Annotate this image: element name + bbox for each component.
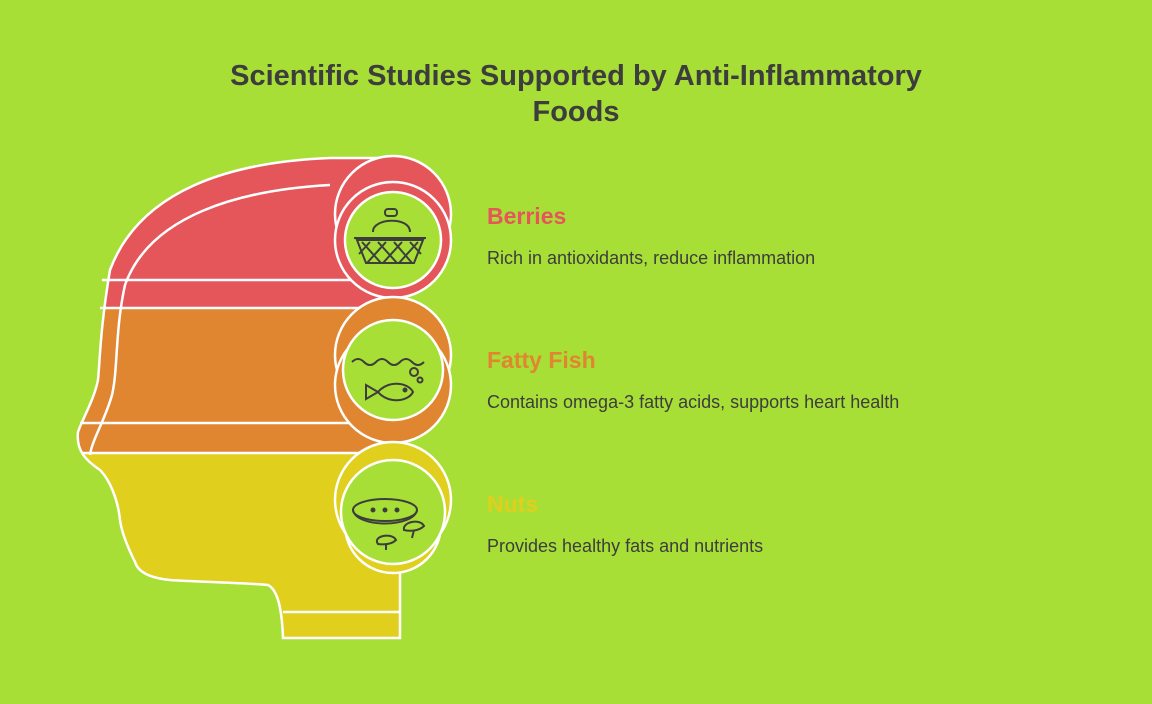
head-outline-offset: [88, 183, 331, 456]
head-outline: [76, 156, 402, 640]
fish-icon: [351, 358, 425, 402]
fish-heading: Fatty Fish: [487, 347, 596, 373]
title-line-2: Foods: [532, 96, 620, 128]
nuts-icon-group: [333, 440, 453, 575]
berries-icon-group: [333, 154, 453, 300]
berries-heading: Berries: [487, 203, 567, 229]
title-line-1: Scientific Studies Supported by Anti-Inf…: [230, 60, 922, 92]
fish-icon-group: [333, 295, 453, 445]
nuts-description: Provides healthy fats and nutrients: [487, 536, 764, 556]
nuts-heading: Nuts: [487, 491, 539, 517]
item-nuts: Nuts Provides healthy fats and nutrients: [487, 490, 763, 557]
basket-icon: [354, 208, 426, 264]
item-berries: Berries Rich in antioxidants, reduce inf…: [487, 202, 815, 269]
fish-description: Contains omega-3 fatty acids, supports h…: [487, 392, 900, 412]
berries-description: Rich in antioxidants, reduce inflammatio…: [487, 248, 816, 268]
nut-bowl-icon: [352, 498, 426, 550]
page-title: Scientific Studies Supported by Anti-Inf…: [0, 58, 1152, 130]
item-fatty-fish: Fatty Fish Contains omega-3 fatty acids,…: [487, 346, 899, 413]
